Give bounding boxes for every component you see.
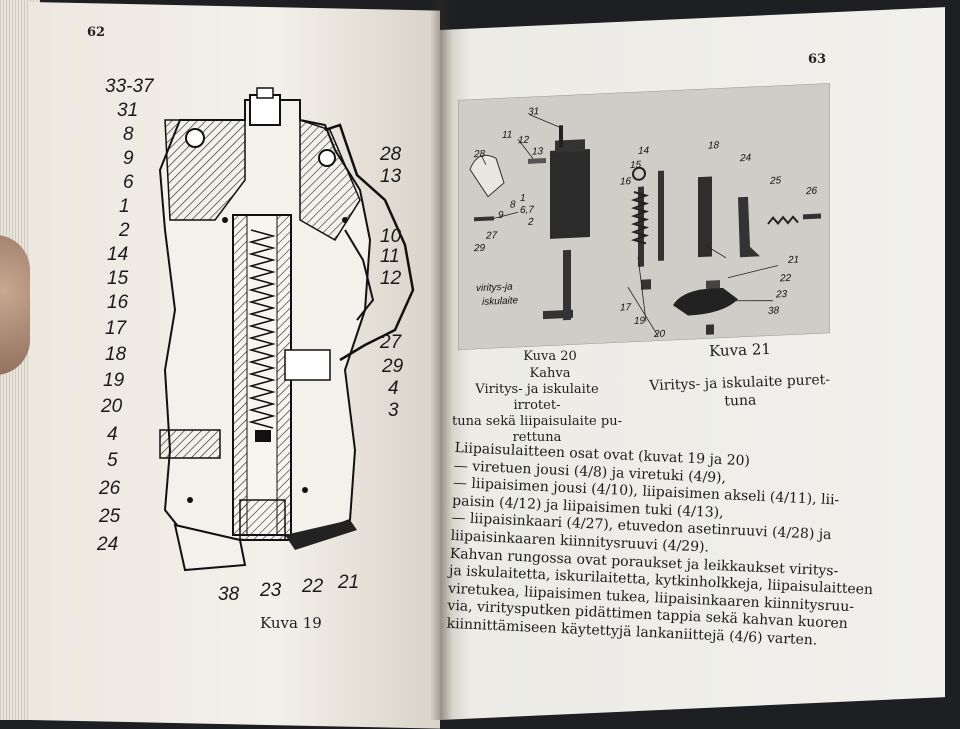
photo-label: 2 — [527, 217, 534, 228]
photo-label: 16 — [620, 176, 632, 188]
thumb — [0, 235, 30, 375]
photo-label: 21 — [787, 255, 799, 267]
figure-caption-kuva-19: Kuva 19 — [260, 614, 322, 632]
callout: 2 — [118, 220, 130, 241]
callout: 25 — [98, 506, 121, 527]
photo-label: 15 — [630, 160, 642, 172]
callout: 21 — [337, 572, 359, 593]
photo-label: 29 — [473, 243, 486, 255]
callout: 29 — [381, 356, 404, 377]
callout: 4 — [388, 378, 399, 399]
callout: 28 — [379, 144, 402, 165]
photo-label: 11 — [502, 130, 512, 141]
photo-label: 25 — [769, 175, 782, 187]
callout: 26 — [98, 478, 121, 499]
photo-label: 28 — [473, 149, 486, 161]
callouts-bottom: 38 23 22 21 — [218, 572, 359, 605]
description-line: Viritys- ja iskulaite irrotet- — [475, 382, 599, 413]
callout: 17 — [105, 318, 128, 339]
photo-label: 14 — [638, 145, 650, 157]
photo-label: 12 — [518, 135, 530, 147]
photo-label: 1 — [520, 193, 526, 204]
figure-description-20: Viritys- ja iskulaite irrotet- tuna sekä… — [452, 382, 622, 446]
photo-label: viritys-ja — [476, 282, 513, 295]
cross-section-drawing — [158, 87, 415, 572]
photo-label: 9 — [498, 210, 504, 221]
figure-subtitle-kahva: Kahva — [529, 366, 571, 381]
photo-label: 24 — [739, 153, 752, 165]
description-line: tuna sekä liipaisulaite pu- — [452, 414, 622, 429]
callout: 27 — [379, 332, 403, 353]
callout: 4 — [107, 424, 118, 445]
callout: 19 — [103, 370, 125, 391]
callout: 9 — [123, 148, 134, 169]
photo-label: 22 — [779, 273, 792, 285]
callout: 10 — [380, 226, 402, 247]
page-number-right: 63 — [808, 52, 827, 67]
photo-label: 19 — [634, 315, 646, 327]
photo-label: 17 — [620, 302, 632, 314]
figure-description-21: Viritys- ja iskulaite puret- tuna — [629, 370, 850, 414]
photo-label: 26 — [805, 186, 818, 198]
callout: 18 — [105, 344, 127, 365]
callout: 23 — [259, 580, 282, 601]
callout: 8 — [123, 124, 134, 145]
callout: 24 — [96, 534, 118, 555]
photo-label: 18 — [708, 140, 720, 152]
photo-label: 6,7 — [520, 205, 534, 217]
callout: 20 — [100, 396, 123, 417]
description-line: rettuna — [512, 430, 562, 445]
parts-photograph: 31 11 12 13 28 8 1 6,7 9 2 27 29 viritys… — [458, 83, 830, 351]
callout: 1 — [119, 196, 130, 217]
callout: 33-37 — [105, 76, 155, 97]
photo-label: 13 — [532, 146, 544, 158]
body-paragraph: Liipaisulaitteen osat ovat (kuvat 19 ja … — [446, 440, 874, 652]
page-number-left: 62 — [87, 25, 106, 40]
callout: 22 — [301, 576, 324, 597]
callout: 12 — [380, 268, 402, 289]
callout: 5 — [107, 450, 118, 471]
callout: 31 — [117, 100, 138, 121]
callout: 6 — [123, 172, 134, 193]
callout: 38 — [218, 584, 240, 605]
callout: 16 — [107, 292, 129, 313]
photo-label: 20 — [653, 329, 666, 341]
callout: 13 — [380, 166, 402, 187]
photo-label: 23 — [775, 289, 788, 301]
photo-label: 38 — [768, 305, 780, 317]
photo-label: 31 — [528, 106, 539, 117]
callout: 3 — [388, 400, 399, 421]
callout: 14 — [107, 244, 128, 265]
photo-label: 8 — [510, 199, 516, 210]
callouts-right: 28 13 10 11 12 27 29 4 3 — [379, 144, 404, 421]
book-gutter — [430, 0, 452, 720]
callouts-left: 33-37 31 8 9 6 1 2 14 15 16 17 18 19 20 … — [96, 76, 155, 555]
callout: 15 — [107, 268, 129, 289]
photo-label: iskulaite — [482, 295, 519, 308]
photo-label: 27 — [485, 230, 498, 242]
figure-caption-kuva-20: Kuva 20 — [523, 349, 577, 364]
callout: 11 — [380, 246, 400, 267]
